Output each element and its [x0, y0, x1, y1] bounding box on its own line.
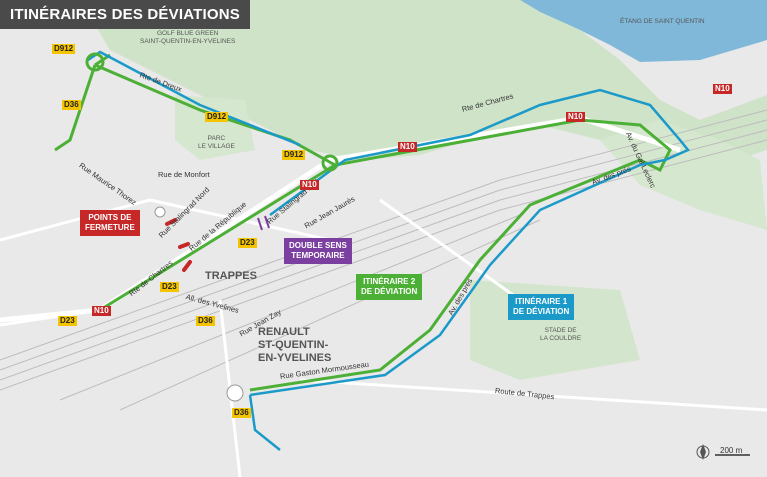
parc-village-area [175, 95, 255, 160]
road-d912-c: D912 [282, 150, 306, 160]
closure-points [165, 218, 192, 272]
road-n10-a: N10 [300, 180, 319, 190]
street-monfort: Rue de Monfort [158, 170, 210, 179]
road-d23-c: D23 [58, 316, 77, 326]
double-sens-arrows [257, 215, 270, 231]
north-arrow-needle [700, 444, 706, 460]
roundabout-n10 [321, 154, 339, 172]
road-d23-b: D23 [160, 282, 179, 292]
legend-itin2: ITINÉRAIRE 2 DE DÉVIATION [356, 274, 423, 300]
scale-label: 200 m [720, 446, 743, 455]
legend-itin1: ITINÉRAIRE 1 DE DÉVIATION [508, 294, 575, 320]
roundabout-d912 [85, 52, 105, 72]
itineraire-1-route [87, 50, 690, 451]
road-d912-a: D912 [52, 44, 76, 54]
itineraire-2-route [54, 53, 672, 392]
roundabout-d36 [226, 384, 244, 402]
label-golf: GOLF BLUE GREEN SAINT-QUENTIN-EN-YVELINE… [140, 30, 236, 45]
green-area-east [600, 120, 767, 230]
golf-park-area [80, 0, 767, 175]
road-n10-d: N10 [713, 84, 732, 94]
road-n10-c: N10 [566, 112, 585, 122]
map-title: ITINÉRAIRES DES DÉVIATIONS [0, 0, 250, 29]
roundabout-monfort [154, 206, 166, 218]
label-renault: RENAULT ST-QUENTIN- EN-YVELINES [258, 326, 332, 364]
n10-road [0, 115, 681, 323]
legend-closures: POINTS DE FERMETURE [80, 210, 140, 236]
label-parc: PARC LE VILLAGE [198, 135, 235, 150]
road-d912-b: D912 [205, 112, 229, 122]
label-trappes: TRAPPES [205, 270, 257, 282]
road-d36-a: D36 [62, 100, 81, 110]
label-stade: STADE DE LA COULDRE [540, 327, 582, 342]
etang-water [520, 0, 767, 62]
legend-double-sens: DOUBLE SENS TEMPORAIRE [284, 238, 352, 264]
road-d36-c: D36 [232, 408, 251, 418]
road-d36-b: D36 [196, 316, 215, 326]
road-n10-b: N10 [398, 142, 417, 152]
label-etang: ÉTANG DE SAINT QUENTIN [620, 18, 705, 25]
road-n10-e: N10 [92, 306, 111, 316]
road-d23-a: D23 [238, 238, 257, 248]
